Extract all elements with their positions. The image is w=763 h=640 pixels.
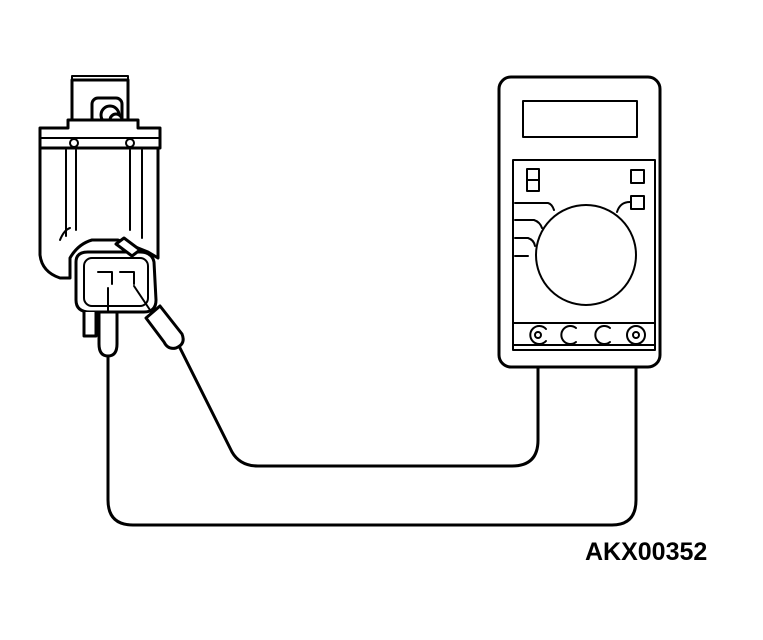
valve-flange	[38, 118, 162, 150]
connector-pin-2	[119, 271, 135, 285]
test-lead-inner	[174, 334, 540, 468]
range-marks	[514, 202, 555, 257]
multimeter-terminal-2	[560, 325, 577, 345]
multimeter-terminal-1	[529, 325, 547, 345]
test-probes	[97, 285, 185, 358]
multimeter-panel	[512, 159, 656, 351]
multimeter-terminal-4	[626, 325, 646, 345]
test-lead-wires	[106, 334, 638, 527]
multimeter-icon	[497, 75, 662, 369]
multimeter-button-right-top	[630, 169, 645, 184]
figure-code: AKX00352	[585, 538, 708, 566]
multimeter-case	[497, 75, 662, 369]
probe-left	[97, 310, 119, 358]
valve-connector	[74, 250, 158, 314]
multimeter-selector-dial	[535, 204, 637, 306]
solenoid-valve-icon	[38, 75, 162, 338]
connector-pin-1	[97, 271, 113, 285]
test-lead-outer	[106, 334, 638, 527]
probe-right	[144, 304, 185, 350]
multimeter-button-right-bottom	[630, 195, 645, 210]
multimeter-terminal-3	[594, 325, 611, 345]
multimeter-display	[522, 100, 638, 138]
